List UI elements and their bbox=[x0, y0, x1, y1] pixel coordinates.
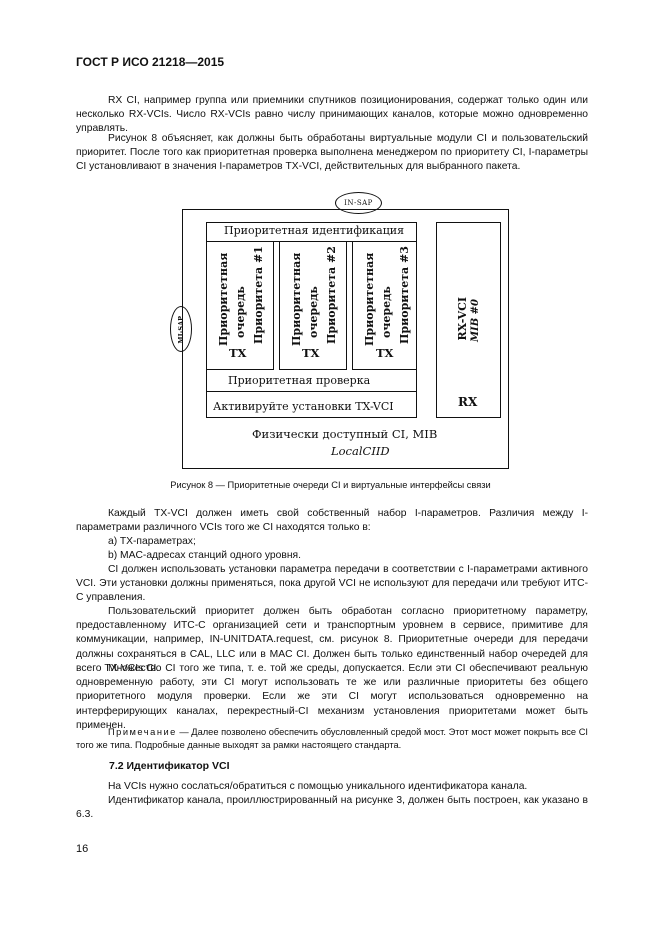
paragraph-multiple-ci-text: Множество CI того же типа, т. е. той же … bbox=[76, 663, 588, 731]
note-label: Примечание bbox=[108, 727, 177, 737]
paragraph-channel-id-text: Идентификатор канала, проиллюстрированны… bbox=[76, 795, 588, 821]
mi-sap-ellipse: MI-SAP bbox=[170, 306, 192, 352]
mib-0-label: MIB #0 bbox=[470, 299, 481, 343]
paragraph-figure8-intro: Рисунок 8 объясняет, как должны быть обр… bbox=[76, 132, 588, 175]
queue-2-line2: очередь bbox=[307, 286, 320, 338]
list-item-a: a) TX-параметрах; bbox=[76, 535, 588, 549]
figure-caption: Рисунок 8 — Приоритетные очереди CI и ви… bbox=[170, 480, 491, 490]
section-heading: 7.2 Идентификатор VCI bbox=[109, 760, 230, 772]
queue-3-line3: Приоритета #3 bbox=[398, 246, 411, 344]
list-item-b-text: b) MAC-адресах станций одного уровня. bbox=[108, 550, 301, 561]
queue-3-line1: Приоритетная bbox=[363, 252, 376, 346]
paragraph-user-priority: Пользовательский приоритет должен быть о… bbox=[76, 605, 588, 676]
priority-check-row: Приоритетная проверка bbox=[206, 370, 417, 392]
rx-vci-label: RX-VCI bbox=[456, 297, 469, 341]
paragraph-tx-vci: Каждый TX-VCI должен иметь свой собствен… bbox=[76, 507, 588, 535]
activate-settings-label: Активируйте установки TX-VCI bbox=[213, 400, 394, 413]
list-item-b: b) MAC-адресах станций одного уровня. bbox=[76, 549, 588, 563]
queue-2-line3: Приоритета #2 bbox=[325, 246, 338, 344]
priority-check-label: Приоритетная проверка bbox=[228, 374, 371, 387]
paragraph-rx-ci: RX CI, например группа или приемники спу… bbox=[76, 94, 588, 137]
page-number: 16 bbox=[76, 843, 89, 855]
queue-2-tx: TX bbox=[302, 346, 320, 360]
list-item-a-text: a) TX-параметрах; bbox=[108, 536, 196, 547]
paragraph-channel-id: Идентификатор канала, проиллюстрированны… bbox=[76, 794, 588, 822]
queue-1-line3: Приоритета #1 bbox=[252, 246, 265, 344]
paragraph-figure8-intro-text: Рисунок 8 объясняет, как должны быть обр… bbox=[76, 133, 588, 173]
queue-2-line1: Приоритетная bbox=[290, 252, 303, 346]
priority-queue-2 bbox=[279, 241, 347, 370]
paragraph-rx-ci-text: RX CI, например группа или приемники спу… bbox=[76, 95, 588, 135]
physical-ci-label: Физически доступный CI, MIB bbox=[252, 427, 438, 441]
in-sap-label: IN-SAP bbox=[344, 199, 373, 207]
document-header: ГОСТ Р ИСО 21218—2015 bbox=[76, 55, 225, 69]
queue-3-tx: TX bbox=[376, 346, 394, 360]
paragraph-tx-vci-text: Каждый TX-VCI должен иметь свой собствен… bbox=[76, 508, 588, 534]
queue-1-line2: очередь bbox=[234, 286, 247, 338]
in-sap-ellipse: IN-SAP bbox=[335, 192, 382, 214]
paragraph-vci-reference-text: На VCIs нужно сослаться/обратиться с пом… bbox=[108, 781, 528, 792]
local-ciid-label: LocalCIID bbox=[331, 444, 390, 458]
paragraph-multiple-ci: Множество CI того же типа, т. е. той же … bbox=[76, 662, 588, 733]
rx-box bbox=[436, 222, 501, 418]
rx-label: RX bbox=[458, 395, 478, 409]
queue-3-line2: очередь bbox=[380, 286, 393, 338]
paragraph-ci-settings-text: CI должен использовать установки парамет… bbox=[76, 564, 588, 604]
paragraph-ci-settings: CI должен использовать установки парамет… bbox=[76, 563, 588, 606]
priority-queue-3 bbox=[352, 241, 417, 370]
priority-queue-1 bbox=[206, 241, 274, 370]
physical-ci-box bbox=[182, 209, 509, 469]
queue-1-tx: TX bbox=[229, 346, 247, 360]
note-text: — Далее позволено обеспечить обусловленн… bbox=[76, 727, 588, 750]
paragraph-user-priority-text: Пользовательский приоритет должен быть о… bbox=[76, 606, 588, 674]
priority-identification-label: Приоритетная идентификация bbox=[224, 224, 405, 237]
note: Примечание — Далее позволено обеспечить … bbox=[76, 726, 588, 752]
priority-identification-row: Приоритетная идентификация bbox=[206, 222, 417, 242]
queue-1-line1: Приоритетная bbox=[217, 252, 230, 346]
paragraph-vci-reference: На VCIs нужно сослаться/обратиться с пом… bbox=[76, 780, 588, 794]
